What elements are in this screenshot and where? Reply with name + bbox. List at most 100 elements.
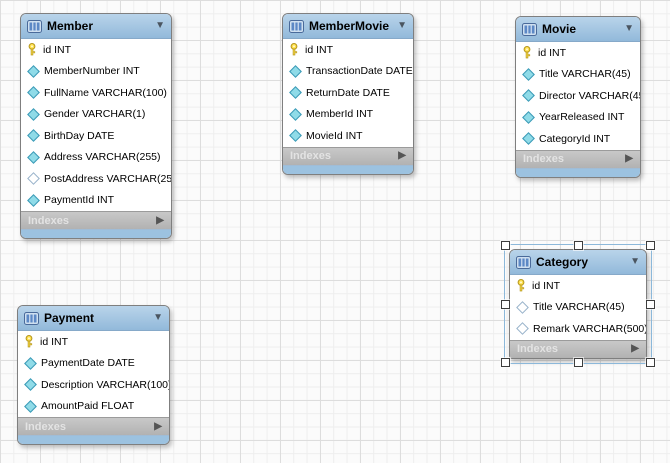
- indexes-bar[interactable]: Indexes ▶: [18, 417, 169, 435]
- column-notnull-icon: [27, 64, 40, 78]
- indexes-label: Indexes: [523, 153, 564, 165]
- primary-key-icon: [27, 43, 40, 56]
- expand-right-icon[interactable]: ▶: [398, 150, 406, 161]
- expand-right-icon[interactable]: ▶: [625, 153, 633, 164]
- column-label: id INT: [538, 46, 567, 59]
- chevron-down-icon[interactable]: ▼: [624, 23, 634, 34]
- table-icon: [24, 311, 39, 325]
- column-label: Remark VARCHAR(500): [533, 322, 646, 335]
- column-row[interactable]: ReturnDate DATE: [283, 82, 413, 104]
- column-notnull-icon: [24, 399, 37, 413]
- selection-handle-ne[interactable]: [646, 241, 655, 250]
- column-label: Title VARCHAR(45): [533, 301, 625, 314]
- column-row[interactable]: PaymentDate DATE: [18, 352, 169, 374]
- column-notnull-icon: [522, 89, 535, 103]
- column-row[interactable]: AmountPaid FLOAT: [18, 395, 169, 417]
- table-member[interactable]: Member ▼ id INT MemberNumber INT FullNam…: [20, 13, 172, 239]
- expand-right-icon[interactable]: ▶: [154, 420, 162, 432]
- column-label: id INT: [40, 335, 69, 348]
- primary-key-icon: [289, 43, 302, 56]
- selection-handle-s[interactable]: [574, 357, 583, 367]
- table-title: Category: [536, 255, 589, 269]
- column-notnull-icon: [522, 110, 535, 124]
- table-membermovie-header[interactable]: MemberMovie ▼: [283, 14, 413, 39]
- indexes-label: Indexes: [290, 150, 331, 162]
- table-payment-header[interactable]: Payment ▼: [18, 306, 169, 331]
- selection-handle-nw[interactable]: [501, 241, 510, 250]
- column-row[interactable]: PostAddress VARCHAR(255): [21, 168, 171, 190]
- column-row[interactable]: id INT: [510, 275, 646, 297]
- table-movie[interactable]: Movie ▼ id INT Title VARCHAR(45) Directo…: [515, 16, 641, 178]
- primary-key-icon: [522, 46, 535, 59]
- column-label: CategoryId INT: [539, 132, 611, 145]
- indexes-bar[interactable]: Indexes ▶: [283, 146, 413, 165]
- table-member-header[interactable]: Member ▼: [21, 14, 171, 39]
- column-row[interactable]: Address VARCHAR(255): [21, 146, 171, 168]
- column-label: AmountPaid FLOAT: [41, 400, 135, 413]
- indexes-label: Indexes: [517, 343, 558, 355]
- column-label: Title VARCHAR(45): [539, 68, 631, 81]
- column-row[interactable]: Director VARCHAR(45): [516, 85, 640, 107]
- column-row[interactable]: MemberNumber INT: [21, 60, 171, 82]
- selection-handle-w[interactable]: [501, 299, 510, 309]
- column-row[interactable]: Description VARCHAR(100): [18, 374, 169, 396]
- column-label: Address VARCHAR(255): [44, 151, 161, 164]
- selection-frame: [501, 241, 655, 367]
- column-label: id INT: [532, 279, 561, 292]
- table-icon: [27, 19, 42, 33]
- expand-right-icon[interactable]: ▶: [156, 214, 164, 226]
- table-category[interactable]: Category ▼ id INT Title VARCHAR(45) Rema…: [501, 241, 655, 367]
- column-label: MovieId INT: [306, 129, 363, 142]
- column-row[interactable]: CategoryId INT: [516, 128, 640, 150]
- column-row[interactable]: MemberId INT: [283, 103, 413, 125]
- table-icon: [289, 19, 304, 33]
- primary-key-icon: [516, 279, 529, 292]
- chevron-down-icon[interactable]: ▼: [155, 20, 165, 31]
- column-nullable-icon: [27, 172, 40, 186]
- chevron-down-icon[interactable]: ▼: [397, 20, 407, 31]
- indexes-bar[interactable]: Indexes ▶: [21, 211, 171, 229]
- column-notnull-icon: [27, 150, 40, 164]
- column-row[interactable]: Gender VARCHAR(1): [21, 103, 171, 125]
- selection-handle-n[interactable]: [574, 241, 583, 250]
- column-notnull-icon: [24, 378, 37, 392]
- column-row[interactable]: Remark VARCHAR(500): [510, 318, 646, 340]
- column-label: BirthDay DATE: [44, 129, 115, 142]
- column-row[interactable]: TransactionDate DATE: [283, 60, 413, 82]
- column-row[interactable]: id INT: [283, 39, 413, 61]
- column-row[interactable]: YearReleased INT: [516, 106, 640, 128]
- selection-handle-e[interactable]: [646, 299, 655, 309]
- indexes-bar[interactable]: Indexes ▶: [510, 339, 646, 358]
- chevron-down-icon[interactable]: ▼: [630, 256, 640, 267]
- column-notnull-icon: [289, 129, 302, 143]
- column-row[interactable]: FullName VARCHAR(100): [21, 82, 171, 104]
- column-row[interactable]: PaymentId INT: [21, 189, 171, 211]
- column-row[interactable]: id INT: [18, 331, 169, 353]
- indexes-label: Indexes: [25, 420, 66, 433]
- table-title: Movie: [542, 22, 577, 36]
- column-label: PaymentDate DATE: [41, 357, 135, 370]
- column-label: Director VARCHAR(45): [539, 89, 640, 102]
- column-notnull-icon: [27, 193, 40, 207]
- column-row[interactable]: MovieId INT: [283, 125, 413, 147]
- table-movie-header[interactable]: Movie ▼: [516, 17, 640, 42]
- column-label: id INT: [43, 43, 72, 56]
- column-label: Gender VARCHAR(1): [44, 108, 146, 121]
- column-row[interactable]: id INT: [21, 39, 171, 61]
- column-label: id INT: [305, 43, 334, 56]
- column-row[interactable]: Title VARCHAR(45): [516, 63, 640, 85]
- expand-right-icon[interactable]: ▶: [631, 343, 639, 354]
- table-bottom-strip: [18, 435, 169, 444]
- chevron-down-icon[interactable]: ▼: [153, 312, 163, 323]
- column-row[interactable]: id INT: [516, 42, 640, 64]
- table-payment[interactable]: Payment ▼ id INT PaymentDate DATE Descri…: [17, 305, 170, 445]
- column-label: PaymentId INT: [44, 194, 115, 207]
- selection-handle-se[interactable]: [646, 357, 655, 367]
- indexes-bar[interactable]: Indexes ▶: [516, 149, 640, 168]
- table-category-header[interactable]: Category ▼: [510, 250, 646, 275]
- column-row[interactable]: BirthDay DATE: [21, 125, 171, 147]
- selection-handle-sw[interactable]: [501, 357, 510, 367]
- table-membermovie[interactable]: MemberMovie ▼ id INT TransactionDate DAT…: [282, 13, 414, 175]
- column-row[interactable]: Title VARCHAR(45): [510, 296, 646, 318]
